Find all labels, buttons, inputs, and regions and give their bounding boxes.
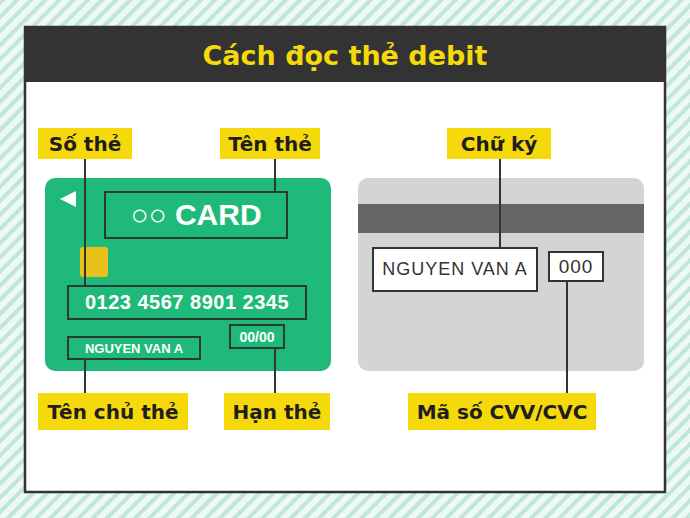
leader-line	[84, 159, 86, 285]
card-text: NGUYEN VAN A	[382, 259, 528, 280]
label-box: Số thẻ	[38, 128, 132, 159]
title-text: Cách đọc thẻ debit	[203, 40, 488, 71]
card-field-box: NGUYEN VAN A	[67, 336, 201, 360]
title-box: Cách đọc thẻ debit	[26, 28, 664, 82]
leader-line	[566, 282, 568, 393]
leader-line	[274, 349, 276, 393]
leader-line	[274, 159, 276, 191]
card-triangle	[60, 191, 76, 207]
card-front	[45, 178, 331, 371]
card-text: ○○ CARD	[130, 198, 261, 232]
card-text: NGUYEN VAN A	[85, 341, 183, 356]
card-text: 00/00	[239, 329, 274, 345]
card-field-box: 0123 4567 8901 2345	[67, 285, 307, 320]
card-back-field-box: 000	[548, 251, 604, 282]
label-box: Hạn thẻ	[224, 393, 330, 430]
label-text: Số thẻ	[49, 132, 121, 156]
card-field-box: 00/00	[229, 324, 285, 349]
card-text: 0123 4567 8901 2345	[85, 291, 289, 314]
leader-line	[84, 360, 86, 393]
label-text: Tên chủ thẻ	[48, 400, 179, 424]
label-box: Tên thẻ	[220, 128, 320, 159]
title-bar	[26, 28, 664, 82]
card-back-field-box: NGUYEN VAN A	[372, 247, 538, 292]
label-box: Chữ ký	[447, 128, 551, 159]
card-text: 000	[559, 256, 594, 278]
leader-line	[499, 159, 501, 247]
panel	[25, 27, 665, 492]
label-text: Chữ ký	[461, 132, 537, 156]
label-box: Tên chủ thẻ	[38, 393, 188, 430]
card-field-box: ○○ CARD	[104, 191, 288, 239]
label-box: Mã số CVV/CVC	[408, 393, 596, 430]
label-text: Mã số CVV/CVC	[417, 400, 588, 424]
label-text: Tên thẻ	[228, 132, 312, 156]
label-text: Hạn thẻ	[233, 400, 322, 424]
